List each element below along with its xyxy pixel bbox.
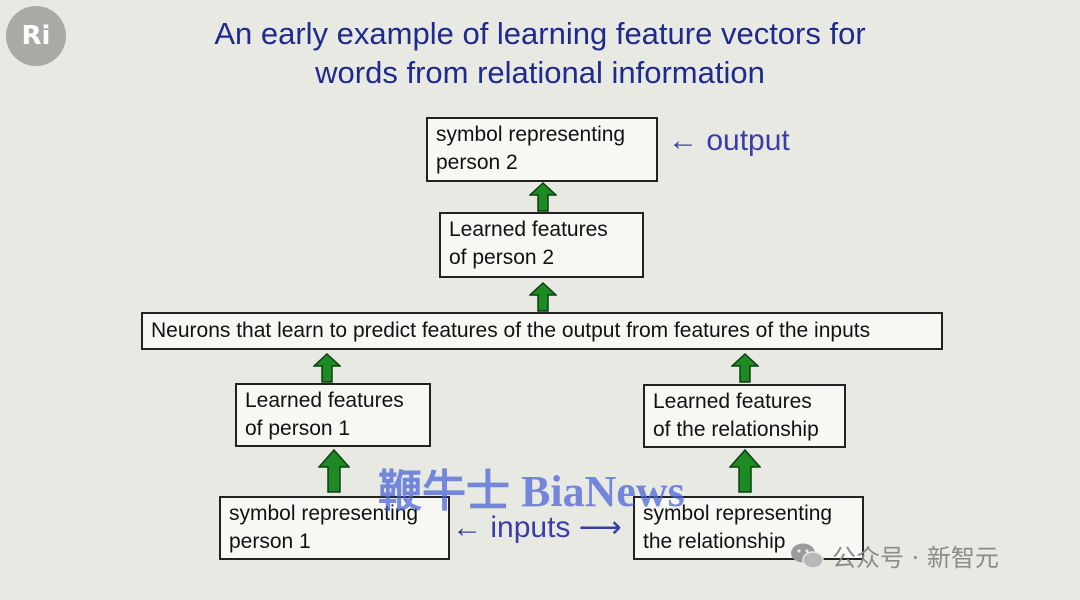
title-line-2: words from relational information [315,55,765,90]
output-text: output [706,124,790,157]
up-arrow-icon [731,353,759,383]
box-line: symbol representing [229,502,419,525]
left-arrow-icon: ← [668,124,698,157]
bianews-watermark: 鞭牛士 BiaNews [378,467,685,516]
inputs-text: inputs [490,511,571,544]
learned-person2-box: Learned features of person 2 [439,212,644,278]
box-line: of person 2 [449,246,555,269]
title-line-1: An early example of learning feature vec… [214,16,866,51]
output-label: ← output [668,124,790,158]
box-line: symbol representing [643,502,833,525]
slide-title: An early example of learning feature vec… [140,14,940,92]
box-line: of the relationship [653,418,819,441]
left-arrow-icon: ← [452,511,482,544]
box-line: Learned features [449,218,608,241]
inputs-label: ← inputs ⟶ [452,510,622,545]
up-arrow-icon [729,449,761,493]
box-line: person 1 [229,530,311,553]
learned-relationship-box: Learned features of the relationship [643,384,846,448]
wechat-icon [791,543,824,569]
right-arrow-icon: ⟶ [578,511,622,544]
input-relationship-box: symbol representing the relationship [633,496,864,560]
box-line: Learned features [245,389,404,412]
box-line: person 2 [436,151,518,174]
wechat-text: 公众号 · 新智元 [832,544,999,572]
neurons-box: Neurons that learn to predict features o… [141,312,943,350]
up-arrow-icon [318,449,350,493]
up-arrow-icon [529,182,557,212]
box-line: Neurons that learn to predict features o… [151,319,871,342]
box-line: the relationship [643,530,786,553]
box-line: symbol representing [436,123,626,146]
box-line: of person 1 [245,417,351,440]
ri-logo: Ri [6,6,66,66]
wechat-watermark: 公众号 · 新智元 [790,538,999,573]
input-person1-box: symbol representing person 1 [219,496,450,560]
up-arrow-icon [529,282,557,312]
box-line: Learned features [653,390,812,413]
up-arrow-icon [313,353,341,383]
learned-person1-box: Learned features of person 1 [235,383,431,447]
output-symbol-box: symbol representing person 2 [426,117,658,182]
